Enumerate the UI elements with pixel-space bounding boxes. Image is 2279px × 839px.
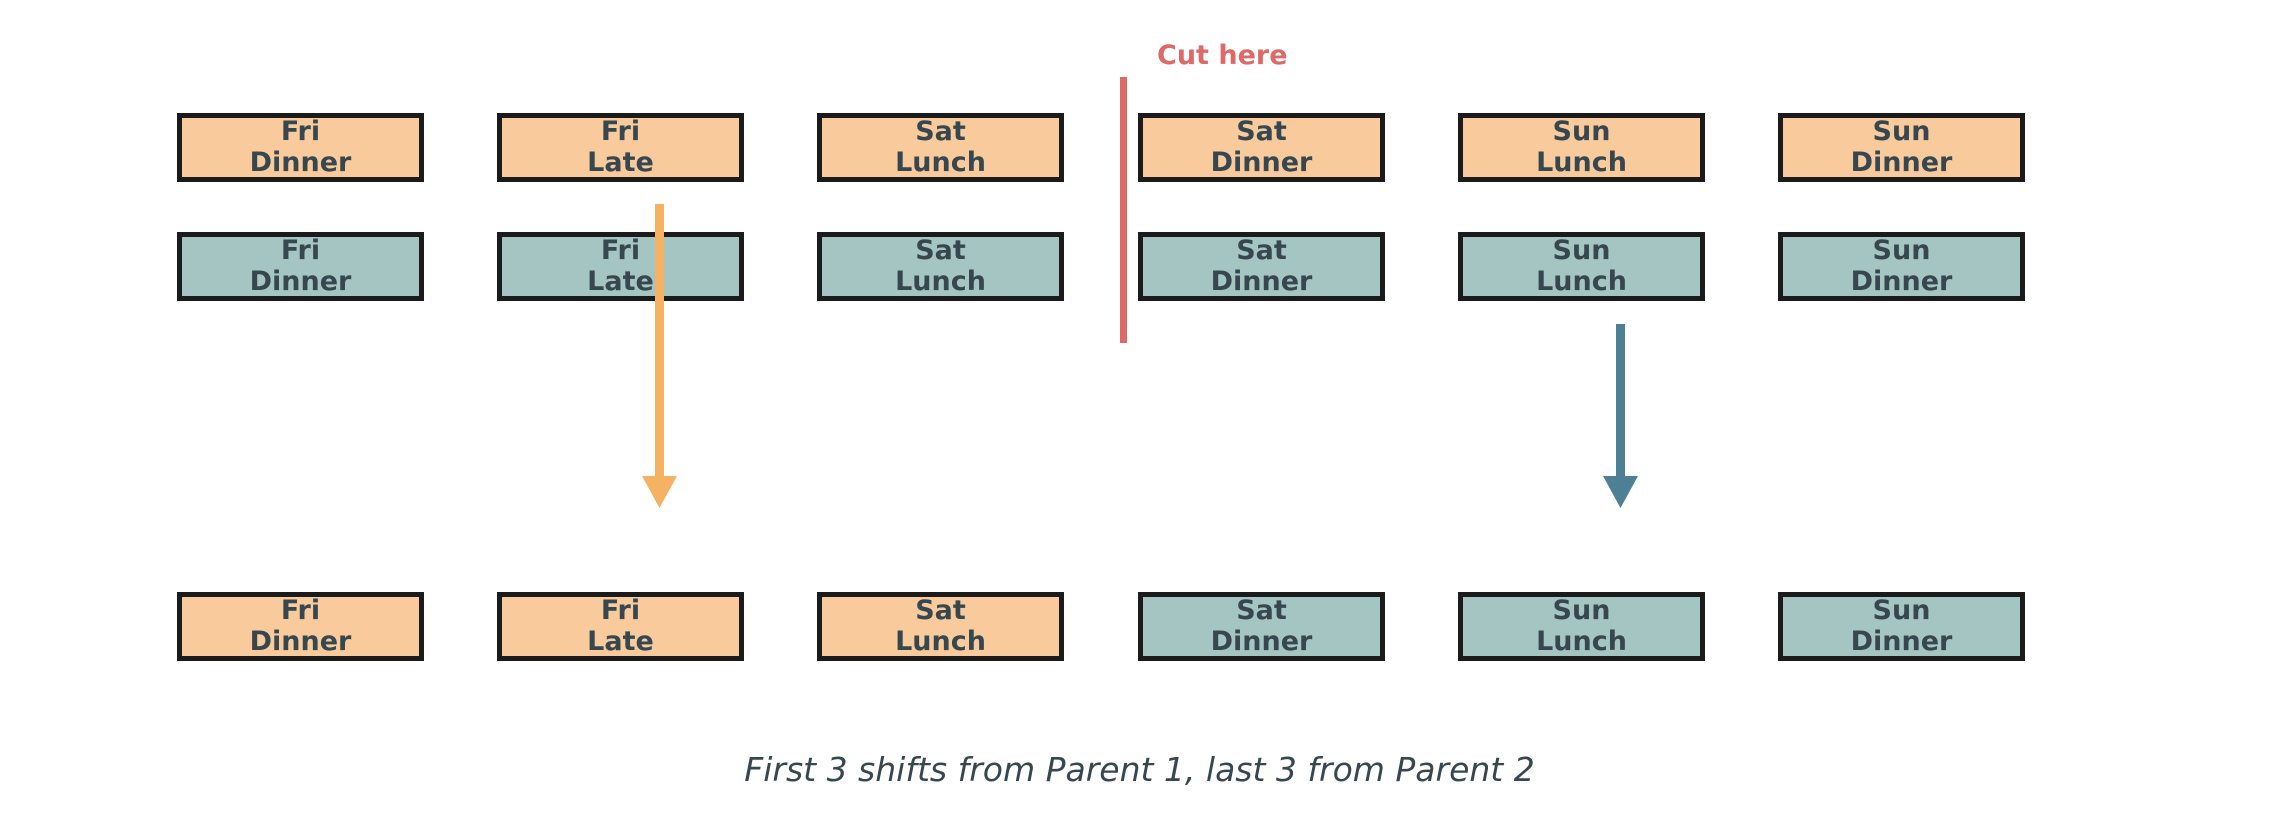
shift-box[interactable]: Sun Lunch [1458, 592, 1705, 661]
shift-box[interactable]: Fri Dinner [177, 232, 424, 301]
shift-box[interactable]: Sat Dinner [1138, 592, 1385, 661]
shift-day: Fri [280, 594, 321, 626]
shift-meal: Dinner [249, 146, 352, 178]
shift-meal: Late [587, 146, 654, 178]
shift-meal: Dinner [249, 265, 352, 297]
shift-meal: Late [587, 265, 654, 297]
shift-meal: Lunch [895, 625, 986, 657]
shift-day: Sun [1872, 234, 1931, 266]
shift-box[interactable]: Sun Lunch [1458, 113, 1705, 182]
shift-box[interactable]: Sun Dinner [1778, 592, 2025, 661]
shift-box[interactable]: Fri Late [497, 113, 744, 182]
shift-day: Fri [280, 115, 321, 147]
shift-meal: Dinner [1850, 625, 1953, 657]
shift-box[interactable]: Sat Lunch [817, 592, 1064, 661]
shift-day: Fri [600, 115, 641, 147]
shift-day: Sat [1236, 234, 1287, 266]
shift-day: Sun [1552, 115, 1611, 147]
shift-box[interactable]: Fri Dinner [177, 113, 424, 182]
caption: First 3 shifts from Parent 1, last 3 fro… [744, 750, 1535, 789]
parent2-to-child-arrow [1603, 324, 1638, 508]
shift-box[interactable]: Sat Dinner [1138, 232, 1385, 301]
shift-meal: Dinner [1850, 146, 1953, 178]
shift-day: Sun [1872, 115, 1931, 147]
shift-day: Fri [600, 594, 641, 626]
shift-day: Sun [1552, 594, 1611, 626]
shift-box[interactable]: Sat Lunch [817, 113, 1064, 182]
shift-box[interactable]: Sun Dinner [1778, 232, 2025, 301]
shift-meal: Dinner [1210, 265, 1313, 297]
shift-box[interactable]: Fri Late [497, 232, 744, 301]
shift-meal: Dinner [1210, 625, 1313, 657]
shift-box[interactable]: Sun Lunch [1458, 232, 1705, 301]
shift-meal: Lunch [1536, 625, 1627, 657]
shift-meal: Late [587, 625, 654, 657]
shift-box[interactable]: Fri Dinner [177, 592, 424, 661]
shift-box[interactable]: Sat Dinner [1138, 113, 1385, 182]
shift-day: Sun [1552, 234, 1611, 266]
shift-box[interactable]: Fri Late [497, 592, 744, 661]
shift-meal: Lunch [895, 146, 986, 178]
shift-meal: Dinner [1850, 265, 1953, 297]
shift-meal: Lunch [1536, 265, 1627, 297]
shift-meal: Dinner [1210, 146, 1313, 178]
cut-line [1120, 77, 1127, 343]
shift-day: Sun [1872, 594, 1931, 626]
shift-meal: Lunch [895, 265, 986, 297]
cut-here-label: Cut here [1157, 40, 1288, 71]
shift-day: Sat [915, 594, 966, 626]
shift-box[interactable]: Sun Dinner [1778, 113, 2025, 182]
shift-meal: Lunch [1536, 146, 1627, 178]
shift-day: Sat [915, 115, 966, 147]
shift-meal: Dinner [249, 625, 352, 657]
shift-day: Sat [1236, 594, 1287, 626]
shift-box[interactable]: Sat Lunch [817, 232, 1064, 301]
parent1-to-child-arrow [642, 204, 677, 508]
shift-day: Sat [1236, 115, 1287, 147]
shift-day: Sat [915, 234, 966, 266]
shift-day: Fri [280, 234, 321, 266]
shift-day: Fri [600, 234, 641, 266]
